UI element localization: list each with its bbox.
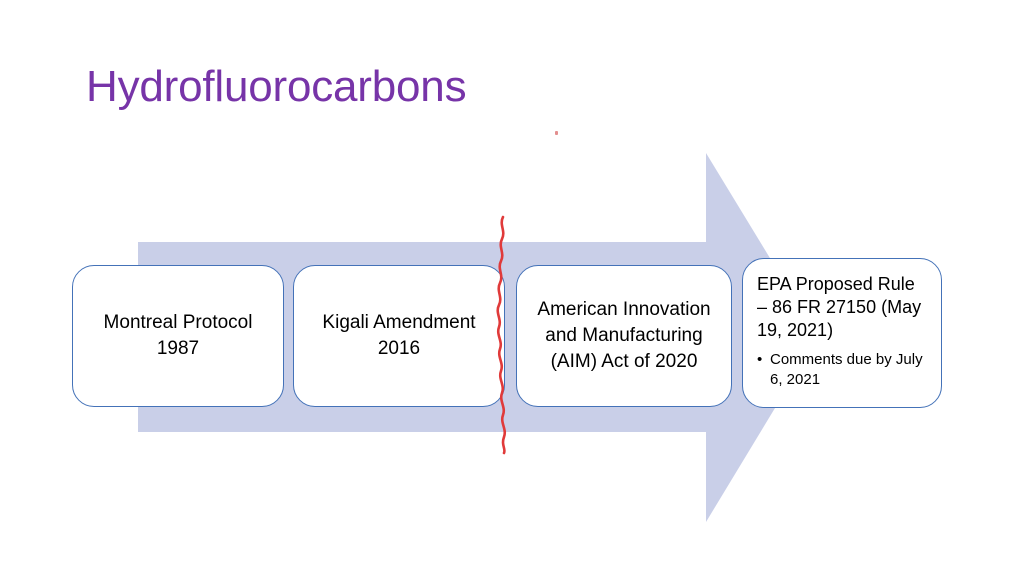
page-title: Hydrofluorocarbons: [86, 62, 467, 111]
stage-line-1: American Innovation: [537, 299, 711, 321]
stage-heading: EPA Proposed Rule – 86 FR 27150 (May 19,…: [757, 274, 922, 341]
red-dot-mark: [555, 131, 558, 135]
stage-line-2: and Manufacturing: [545, 325, 703, 347]
stage-bullet-text: Comments due by July 6, 2021: [770, 351, 923, 388]
stage-line-2: 1987: [156, 338, 200, 359]
stage-line-2: 2016: [377, 338, 421, 359]
stage-line-1: Montreal Protocol: [103, 312, 253, 334]
stage-box-aim-act[interactable]: American Innovation and Manufacturing (A…: [516, 265, 732, 407]
stage-box-epa-proposed-rule[interactable]: EPA Proposed Rule – 86 FR 27150 (May 19,…: [742, 258, 942, 408]
stage-line-3: (AIM) Act of 2020: [550, 350, 698, 372]
stage-box-montreal-protocol[interactable]: Montreal Protocol 1987: [72, 265, 284, 407]
stage-line-1: Kigali Amendment: [322, 312, 476, 334]
bullet-dot-icon: •: [757, 351, 763, 369]
stage-box-kigali-amendment[interactable]: Kigali Amendment 2016: [293, 265, 505, 407]
stage-bullet-item: • Comments due by July 6, 2021: [757, 350, 929, 389]
